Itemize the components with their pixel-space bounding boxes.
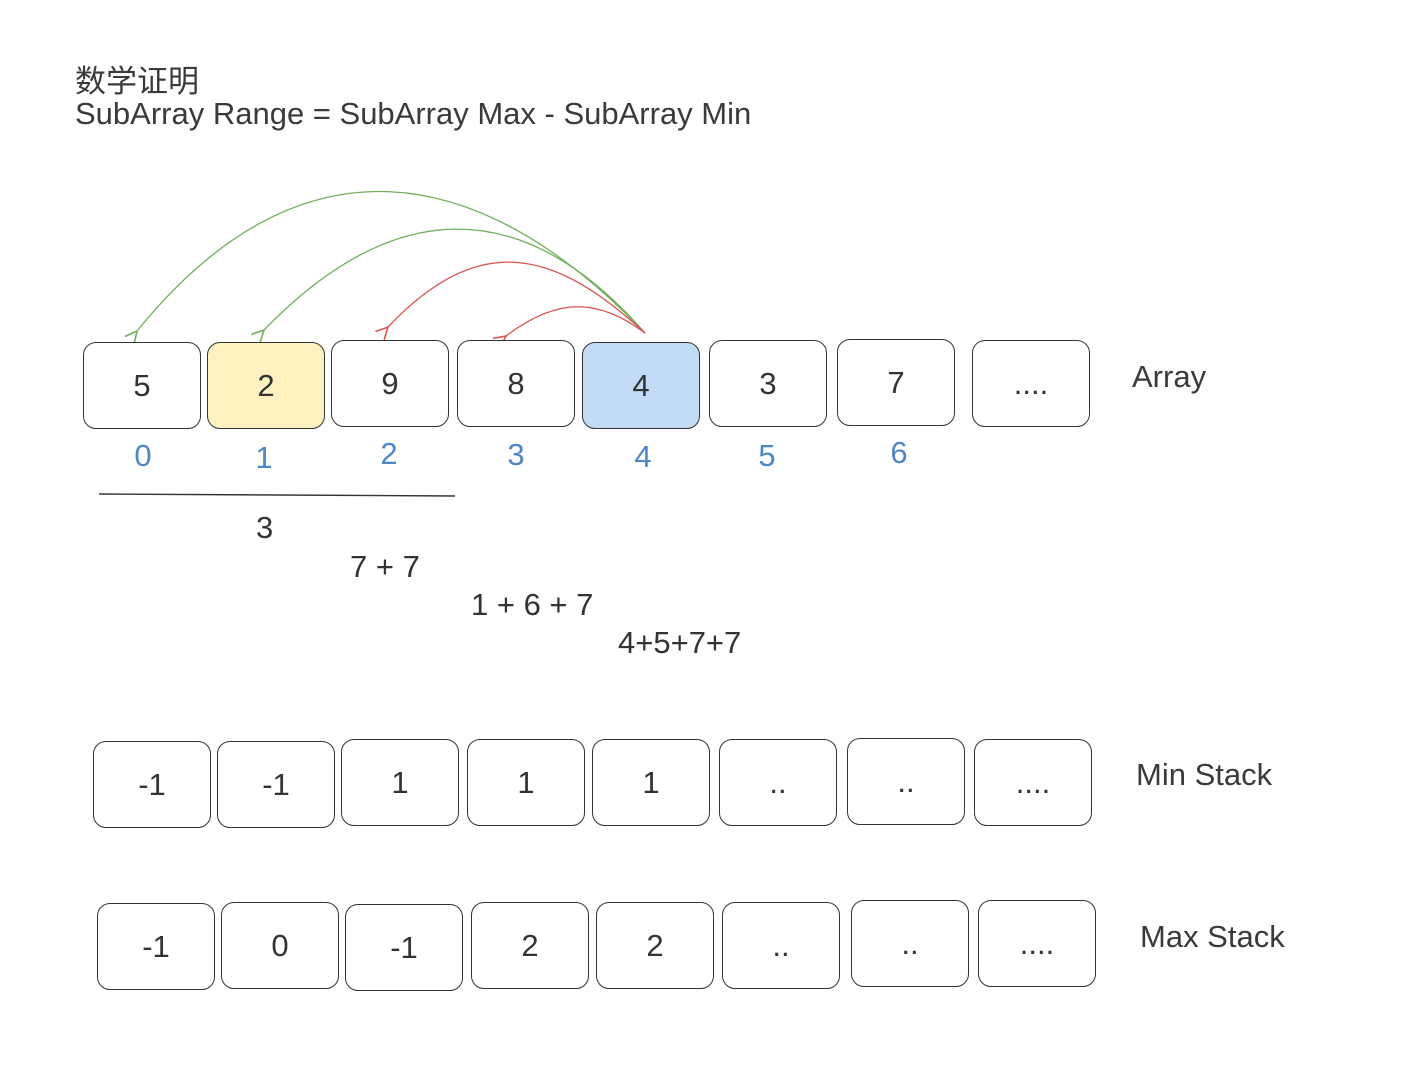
array-index-2: 2	[380, 436, 398, 471]
calc-2: 1 + 6 + 7	[471, 587, 594, 622]
min-stack-label: Min Stack	[1136, 757, 1273, 792]
underline	[98, 493, 456, 497]
array-cell-3: 8	[457, 340, 575, 427]
max-stack-cell-3: 2	[471, 902, 589, 989]
min-stack-cell-2: 1	[341, 739, 459, 826]
red-arrow-to-2	[388, 261, 646, 333]
green-arrow-to-1	[264, 228, 646, 333]
min-stack-cell-6: ..	[847, 738, 965, 825]
array-index-3: 3	[507, 437, 525, 472]
title-formula: SubArray Range = SubArray Max - SubArray…	[75, 96, 752, 131]
array-cell-1: 2	[207, 342, 325, 429]
green-arrow-to-0	[137, 190, 646, 333]
min-stack-cell-5: ..	[719, 739, 837, 826]
array-index-1: 1	[255, 440, 273, 475]
array-index-6: 6	[890, 435, 908, 470]
array-cell-4: 4	[582, 342, 700, 429]
array-cell-5: 3	[709, 340, 827, 427]
red-arrow-to-3	[506, 306, 646, 336]
max-stack-cell-4: 2	[596, 902, 714, 989]
min-stack-cell-1: -1	[217, 741, 335, 828]
max-stack-label: Max Stack	[1140, 919, 1285, 954]
calc-3: 4+5+7+7	[618, 625, 742, 660]
array-index-4: 4	[634, 439, 652, 474]
max-stack-cell-0: -1	[97, 903, 215, 990]
array-index-0: 0	[134, 438, 152, 473]
max-stack-cell-7: ....	[978, 900, 1096, 987]
min-stack-cell-3: 1	[467, 739, 585, 826]
max-stack-cell-1: 0	[221, 902, 339, 989]
min-stack-cell-4: 1	[592, 739, 710, 826]
array-cell-0: 5	[83, 342, 201, 429]
array-cell-7: ....	[972, 340, 1090, 427]
array-label: Array	[1132, 359, 1207, 394]
max-stack-cell-5: ..	[722, 902, 840, 989]
title-chinese: 数学证明	[75, 64, 199, 99]
max-stack-cell-6: ..	[851, 900, 969, 987]
calc-0: 3	[256, 510, 274, 545]
array-index-5: 5	[758, 438, 776, 473]
array-cell-2: 9	[331, 340, 449, 427]
min-stack-cell-7: ....	[974, 739, 1092, 826]
max-stack-cell-2: -1	[345, 904, 463, 991]
min-stack-cell-0: -1	[93, 741, 211, 828]
calc-1: 7 + 7	[350, 549, 420, 584]
array-cell-6: 7	[837, 339, 955, 426]
